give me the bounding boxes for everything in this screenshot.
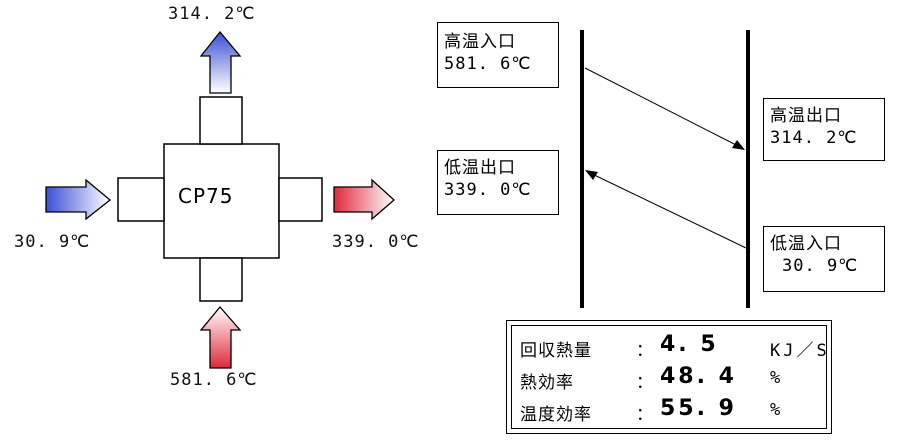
bottom-inlet-temp: 581. 6℃: [170, 370, 258, 390]
metric-row-recovered-heat: 回収熱量 ： 4. 5 KJ／S: [520, 330, 827, 361]
arrow-right-icon: [333, 178, 395, 221]
metrics-panel-inner: 回収熱量 ： 4. 5 KJ／S 熱効率 ： 48. 4 % 温度効率 ： 55…: [511, 325, 827, 429]
metric-row-thermal-efficiency: 熱効率 ： 48. 4 %: [520, 362, 820, 393]
metric-value: 4. 5: [660, 332, 719, 357]
metric-colon: ：: [636, 341, 653, 361]
bottom-port: [199, 257, 243, 302]
metric-row-temperature-efficiency: 温度効率 ： 55. 9 %: [520, 394, 820, 425]
heat-exchanger-diagram: [45, 30, 395, 369]
left-inlet-temp: 30. 9℃: [14, 232, 91, 252]
left-port: [117, 177, 165, 222]
metric-unit: %: [770, 400, 784, 420]
metric-value: 55. 9: [660, 396, 737, 421]
metric-colon: ：: [636, 405, 653, 425]
metric-label: 熱効率: [520, 373, 574, 393]
right-outlet-temp: 339. 0℃: [332, 232, 420, 252]
metric-label: 回収熱量: [520, 341, 592, 361]
low-temp-outlet-box: 低温出口 339. 0℃: [437, 150, 559, 215]
high-inlet-temp: 581. 6℃: [444, 54, 532, 74]
low-outlet-temp: 339. 0℃: [444, 180, 532, 200]
high-temp-outlet-box: 高温出口 314. 2℃: [763, 98, 885, 161]
cold-flow-line: [587, 171, 747, 249]
top-port: [199, 96, 243, 145]
low-temp-inlet-box: 低温入口 30. 9℃: [763, 226, 885, 292]
device-name: CP75: [178, 184, 234, 208]
low-outlet-label: 低温出口: [444, 158, 516, 178]
cp75-unit-box: [163, 143, 280, 259]
metric-value: 48. 4: [660, 364, 737, 389]
high-temp-inlet-box: 高温入口 581. 6℃: [437, 22, 559, 88]
hot-flow-line: [584, 67, 743, 149]
arrow-head-icon: [732, 140, 745, 150]
metrics-panel: 回収熱量 ： 4. 5 KJ／S 熱効率 ： 48. 4 % 温度効率 ： 55…: [506, 320, 832, 434]
arrow-up-icon: [199, 30, 242, 94]
low-inlet-label: 低温入口: [770, 234, 842, 254]
metric-unit: %: [770, 368, 784, 388]
high-outlet-label: 高温出口: [770, 106, 842, 126]
flow-schematic: [580, 30, 750, 308]
high-outlet-temp: 314. 2℃: [770, 128, 858, 148]
metric-colon: ：: [636, 373, 653, 393]
low-inlet-temp: 30. 9℃: [782, 256, 859, 276]
arrow-right-icon: [45, 178, 112, 221]
metric-unit: KJ／S: [770, 341, 830, 361]
top-outlet-temp: 314. 2℃: [168, 4, 256, 24]
metric-label: 温度効率: [520, 405, 592, 425]
arrow-head-icon: [585, 170, 598, 180]
right-port: [278, 177, 323, 222]
arrow-up-icon: [199, 305, 242, 369]
high-inlet-label: 高温入口: [444, 32, 516, 52]
